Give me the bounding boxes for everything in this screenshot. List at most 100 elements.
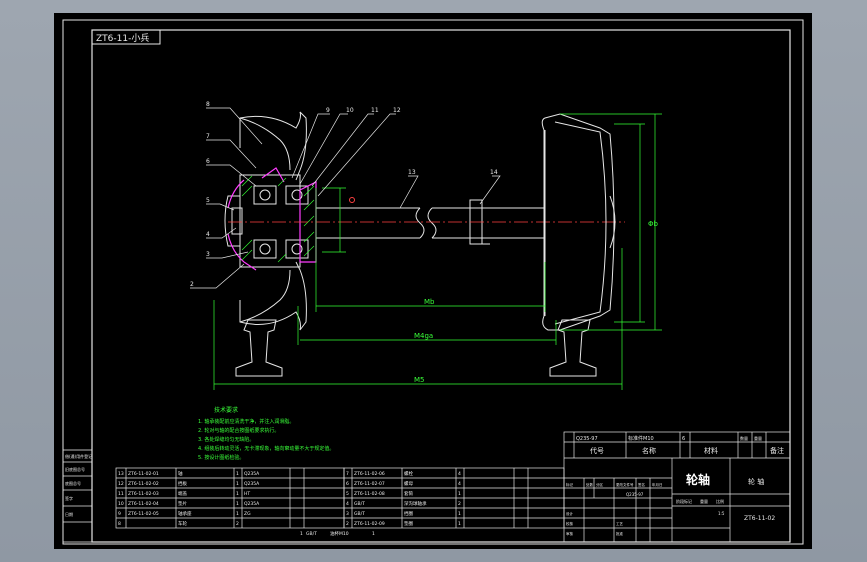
scale-value: 1:5	[718, 511, 725, 516]
balloon-4: 4	[206, 231, 210, 238]
bearing-top-right	[285, 185, 309, 205]
right-wheel-hub	[609, 195, 616, 249]
svg-text:年月日: 年月日	[652, 482, 663, 487]
dim-span2: M4ga	[414, 332, 433, 340]
inner-frame	[91, 29, 791, 543]
svg-text:签字: 签字	[65, 495, 73, 501]
svg-text:1: 1	[458, 491, 461, 497]
svg-text:7: 7	[346, 471, 349, 477]
stage-label-0: 阶段标记	[676, 498, 692, 504]
balloon-12: 14	[490, 169, 498, 176]
balloon-1: 7	[206, 133, 210, 140]
svg-text:ZT6-11-02-08: ZT6-11-02-08	[354, 491, 385, 497]
magenta-arc-top	[227, 179, 245, 209]
technical-notes: 技术要求 1. 轴承装配前应清洗干净，并注入润滑脂。 2. 轮对与轴的配合按图纸…	[198, 406, 334, 461]
break-left	[415, 207, 425, 239]
title-block: Q235-97 标准件M10 6 代号 名称 材料 数量 重量 备注 轮轴 轮 …	[566, 435, 784, 536]
tb-col-name: 名称	[642, 446, 656, 455]
svg-text:垫圈: 垫圈	[404, 520, 413, 527]
side-labels: 借(通)用件登记 旧底图总号 底图总号 签字 日期	[65, 453, 92, 517]
svg-text:ZT6-11-02-01: ZT6-11-02-01	[128, 471, 159, 477]
balloon-6: 2	[190, 281, 194, 288]
svg-text:8: 8	[118, 521, 121, 527]
break-right	[427, 207, 437, 239]
svg-text:Q235A: Q235A	[244, 481, 260, 487]
balloon-8: 10	[346, 107, 354, 114]
wheel-web-lower	[239, 269, 291, 323]
material-code: Q235-97	[626, 492, 644, 497]
tb-col-remark: 备注	[770, 446, 784, 455]
svg-text:2: 2	[458, 501, 461, 507]
note-line-3: 4. 组装后转动灵活，无卡滞现象，轴向窜动量不大于规定值。	[198, 445, 334, 452]
bom-mid-row-0: 7 ZT6-11-02-06 螺栓 4	[346, 470, 461, 477]
svg-text:日期: 日期	[65, 511, 73, 517]
part-name: 轮轴	[686, 472, 710, 487]
balloon-0: 8	[206, 101, 210, 108]
section-highlight	[227, 167, 317, 271]
ball-3	[259, 243, 271, 255]
svg-text:1: 1	[236, 501, 239, 507]
magenta-wedge-top	[261, 167, 285, 183]
ball-4	[291, 243, 303, 255]
right-wheel-outline	[541, 113, 615, 331]
note-line-1: 2. 轮对与轴的配合按图纸要求执行。	[198, 427, 279, 434]
svg-text:ZT6-11-02-05: ZT6-11-02-05	[128, 511, 159, 517]
marker-dot	[349, 197, 355, 203]
svg-text:Q235A: Q235A	[244, 501, 260, 507]
svg-text:2: 2	[346, 521, 349, 527]
svg-text:ZT6-11-02-06: ZT6-11-02-06	[354, 471, 385, 477]
svg-text:标记: 标记	[566, 482, 574, 487]
svg-text:设计: 设计	[566, 511, 574, 516]
svg-text:3: 3	[346, 511, 349, 517]
svg-text:6: 6	[346, 481, 349, 487]
svg-text:9: 9	[118, 511, 121, 517]
bearing-top-left	[253, 185, 277, 205]
svg-text:审核: 审核	[566, 531, 574, 536]
balloon-7: 9	[326, 107, 330, 114]
svg-text:11: 11	[118, 491, 124, 497]
oil-cup	[231, 207, 243, 235]
svg-text:1: 1	[236, 471, 239, 477]
svg-text:4: 4	[458, 471, 461, 477]
balloon-2: 6	[206, 158, 210, 165]
svg-text:1: 1	[458, 511, 461, 517]
tb-col-material: 材料	[704, 446, 718, 455]
svg-text:1: 1	[236, 491, 239, 497]
outer-frame	[62, 19, 804, 545]
svg-text:GB/T: GB/T	[354, 501, 365, 507]
leader-lines	[190, 107, 501, 289]
svg-text:批准: 批准	[616, 531, 624, 536]
svg-text:工艺: 工艺	[616, 521, 624, 526]
tb-col-qty: 数量	[740, 435, 748, 441]
svg-text:ZT6-11-02-09: ZT6-11-02-09	[354, 521, 385, 527]
tb-col-weight: 重量	[754, 435, 762, 441]
dim-diam: Φb	[648, 220, 659, 228]
tb-row-name: 标准件M10	[628, 435, 654, 442]
rail-left	[235, 319, 283, 377]
svg-text:签名: 签名	[638, 482, 645, 487]
svg-text:分区: 分区	[596, 482, 604, 487]
title-tag-box	[91, 29, 161, 45]
svg-text:垫片: 垫片	[178, 500, 187, 507]
tb-col-code: 代号	[590, 446, 604, 455]
bearing-bottom-left	[253, 239, 277, 259]
svg-text:旧底图总号: 旧底图总号	[65, 466, 85, 472]
notes-heading: 技术要求	[214, 406, 238, 414]
svg-text:螺栓: 螺栓	[404, 470, 413, 477]
svg-text:车轮: 车轮	[178, 520, 187, 527]
bom-grid	[115, 431, 791, 543]
unit-name: 轮 轴	[748, 477, 764, 486]
svg-text:ZT6-11-02-03: ZT6-11-02-03	[128, 491, 159, 497]
svg-text:1: 1	[236, 481, 239, 487]
svg-text:挡板: 挡板	[178, 480, 187, 487]
